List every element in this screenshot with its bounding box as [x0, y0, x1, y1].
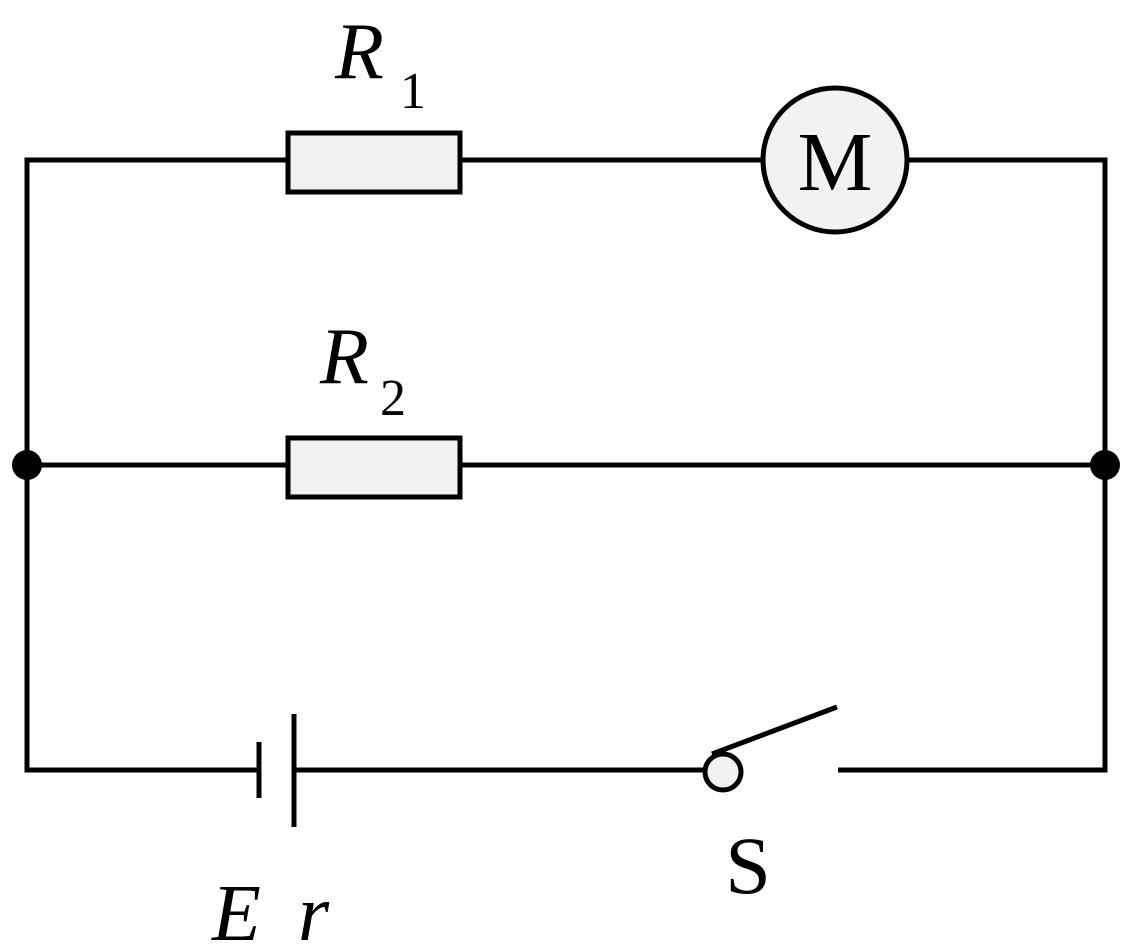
- resistor-r1-body: [285, 130, 463, 195]
- junction-left-dot: [12, 450, 42, 480]
- motor-circle: [760, 85, 910, 235]
- resistor-r1: R 1: [285, 8, 463, 195]
- battery-emf-label: E: [211, 870, 261, 952]
- battery: E r: [211, 714, 330, 952]
- switch: S: [702, 704, 838, 911]
- junction-right-dot: [1090, 450, 1120, 480]
- resistor-r2-body: [285, 435, 463, 500]
- switch-lever: [711, 704, 838, 757]
- motor: M: [760, 85, 910, 235]
- switch-label: S: [725, 820, 771, 911]
- switch-pivot: [702, 751, 744, 793]
- motor-label: M: [798, 116, 873, 209]
- battery-internal-resistance-label: r: [298, 870, 330, 952]
- resistor-r2: R 2: [285, 313, 463, 500]
- resistor-r2-subscript: 2: [380, 370, 406, 427]
- resistor-r1-subscript: 1: [400, 63, 426, 120]
- resistor-r1-symbol: R: [334, 8, 384, 96]
- resistor-r2-symbol: R: [319, 313, 369, 401]
